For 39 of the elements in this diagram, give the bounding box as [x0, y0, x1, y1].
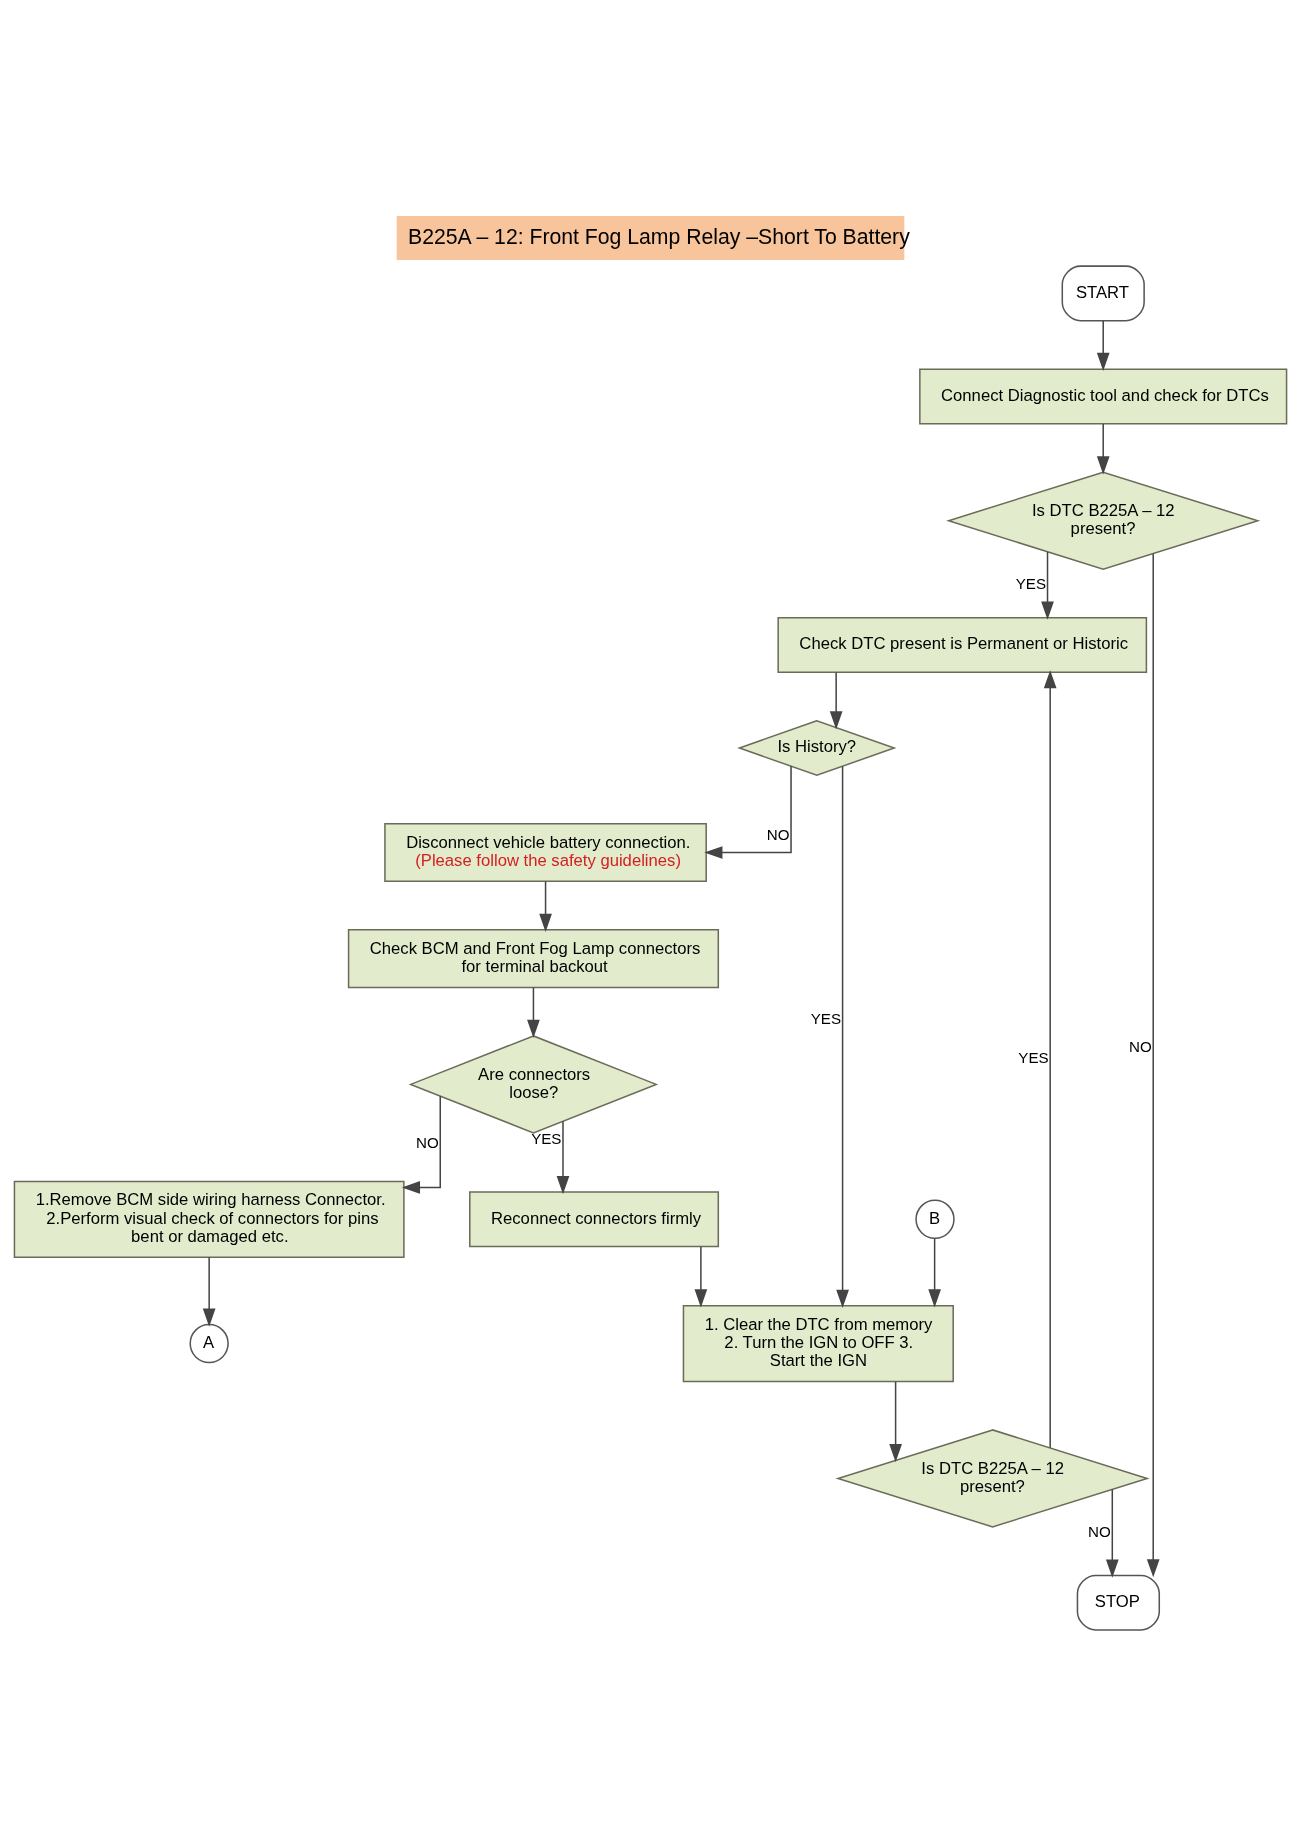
edge-label: NO [1128, 1038, 1152, 1056]
node-diamond: Is DTC B225A – 12 present? [835, 1429, 1150, 1528]
arrow [202, 1256, 216, 1327]
arrow [829, 671, 843, 730]
arrow [1096, 320, 1110, 372]
arrow [889, 1381, 902, 1463]
arrow [928, 1237, 941, 1308]
node-box: Connect Diagnostic tool and check for DTCs [919, 368, 1288, 425]
node-box: Check BCM and Front Fog Lamp connectors for terminal backout [347, 929, 720, 989]
arrow [556, 1120, 570, 1195]
arrow [1041, 551, 1054, 620]
arrow [704, 765, 792, 859]
diagram-title: B225A – 12: Front Fog Lamp Relay –Short To Battery [408, 225, 910, 249]
arrow [1096, 423, 1110, 475]
node-diamond: Are connectors loose? [408, 1035, 659, 1134]
node-box: Disconnect vehicle battery connection. (Please follow the safety guidelines) [384, 823, 707, 883]
edge-label: YES [1015, 575, 1046, 593]
node-box: STOP [1076, 1574, 1161, 1631]
node-box: 1.Remove BCM side wiring harness Connector. 2.Perform visual check of connectors for pins bent or damaged etc. [13, 1180, 405, 1258]
arrow [539, 880, 552, 932]
node-diamond: Is History? [737, 719, 897, 777]
arrow [836, 765, 849, 1308]
node-circle: A [189, 1323, 229, 1364]
arrow [401, 1095, 441, 1194]
arrow [1043, 670, 1057, 1449]
node-box: START [1061, 265, 1145, 322]
node-diamond: Is DTC B225A – 12 present? [946, 471, 1261, 570]
edge-label: NO [766, 825, 790, 843]
arrow [694, 1246, 708, 1308]
edge-label: YES [810, 1009, 842, 1027]
edge-label: YES [1018, 1049, 1049, 1067]
node-box: 1. Clear the DTC from memory 2. Turn the IGN to OFF 3. Start the IGN [682, 1304, 954, 1383]
node-box: Check DTC present is Permanent or Historic [777, 616, 1148, 673]
edge-label: NO [416, 1133, 439, 1151]
node-box: Reconnect connectors firmly [469, 1191, 720, 1248]
arrow [1105, 1488, 1119, 1578]
arrow [1146, 552, 1160, 1578]
node-circle: B [915, 1199, 955, 1239]
arrow [527, 987, 540, 1038]
